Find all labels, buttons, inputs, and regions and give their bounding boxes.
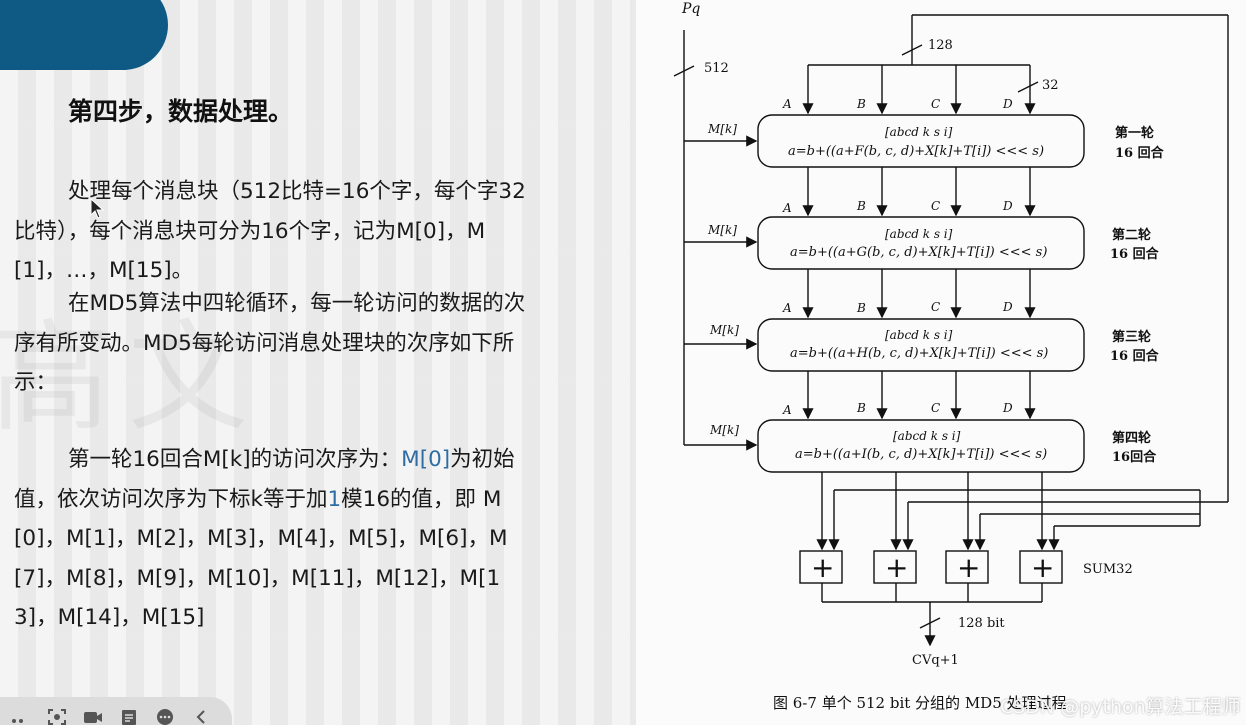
label-d: D bbox=[1002, 401, 1013, 415]
label-a: A bbox=[782, 403, 792, 417]
mk-label: M[k] bbox=[707, 223, 737, 237]
round1-box-top: [abcd k s i] bbox=[885, 125, 953, 139]
paragraph-message-block: 处理每个消息块（512比特=16个字，每个字32比特），每个消息块可分为16个字… bbox=[14, 179, 526, 283]
adder-d bbox=[1019, 550, 1063, 584]
md5-diagram: Pq 128 512 32 A B C D A B C D A B C D A … bbox=[673, 1, 1229, 712]
width-32-label: 32 bbox=[1042, 78, 1059, 93]
access-order-text-c: 模16的值，即 M[0]，M[1]，M[2]，M[3]，M[4]，M[5]，M[… bbox=[14, 486, 508, 631]
pq-label: Pq bbox=[681, 1, 700, 17]
round3-box bbox=[757, 318, 1085, 372]
mk-label: M[k] bbox=[707, 122, 737, 136]
label-a: A bbox=[782, 201, 792, 215]
screenshot-icon[interactable] bbox=[46, 707, 68, 725]
plus-symbol: + bbox=[885, 551, 908, 584]
round2-box-top: [abcd k s i] bbox=[885, 227, 953, 241]
presentation-toolbar bbox=[0, 697, 232, 725]
mk-label: M[k] bbox=[709, 323, 739, 337]
round2-name: 第二轮 bbox=[1112, 227, 1151, 243]
sum-label: SUM32 bbox=[1083, 562, 1133, 577]
width-512-label: 512 bbox=[704, 61, 729, 76]
label-b: B bbox=[856, 199, 866, 213]
round4-sub: 16回合 bbox=[1112, 449, 1157, 465]
round3-name: 第三轮 bbox=[1112, 329, 1151, 345]
slide-panel: 高 文 第四步，数据处理。 处理每个消息块（512比特=16个字，每个字32比特… bbox=[0, 0, 636, 725]
label-d: D bbox=[1002, 300, 1013, 314]
plus-symbol: + bbox=[957, 551, 980, 584]
round2-formula: a=b+((a+G(b, c, d)+X[k]+T[i]) <<< s) bbox=[790, 245, 1047, 260]
more-icon[interactable] bbox=[10, 707, 32, 725]
round1-formula: a=b+((a+F(b, c, d)+X[k]+T[i]) <<< s) bbox=[788, 144, 1044, 159]
round2-sub: 16 回合 bbox=[1110, 246, 1160, 262]
round1-sub: 16 回合 bbox=[1115, 145, 1165, 161]
adder-c bbox=[945, 550, 989, 584]
mk-label: M[k] bbox=[709, 423, 739, 437]
paragraph-rounds: 在MD5算法中四轮循环，每一轮访问的数据的次序有所变动。MD5每轮访问消息处理块… bbox=[14, 291, 526, 395]
label-b: B bbox=[856, 97, 866, 111]
cv-output-label: CVq+1 bbox=[912, 653, 959, 668]
paragraph-access-order: 第一轮16回合M[k]的访问次序为：M[0]为初始值，依次访问次序为下标k等于加… bbox=[14, 440, 534, 638]
adder-a bbox=[799, 550, 843, 584]
round2-box bbox=[757, 216, 1085, 270]
step-title: 第四步，数据处理。 bbox=[68, 97, 294, 126]
slide-background bbox=[0, 0, 636, 725]
width-128-label: 128 bbox=[928, 38, 953, 53]
label-b: B bbox=[856, 401, 866, 415]
round4-formula: a=b+((a+I(b, c, d)+X[k]+T[i]) <<< s) bbox=[795, 447, 1047, 462]
csdn-watermark: CSDN @python算法工程师 bbox=[1000, 696, 1241, 718]
video-icon[interactable] bbox=[82, 707, 104, 725]
out-bits-label: 128 bit bbox=[958, 616, 1005, 631]
label-a: A bbox=[782, 301, 792, 315]
label-c: C bbox=[931, 401, 940, 415]
round3-box-top: [abcd k s i] bbox=[885, 328, 953, 342]
round4-box bbox=[757, 419, 1085, 473]
mouse-cursor-icon bbox=[90, 198, 105, 219]
collapse-arrow-icon[interactable] bbox=[190, 707, 212, 725]
slide-header-tab bbox=[0, 0, 168, 70]
label-b: B bbox=[856, 301, 866, 315]
chat-icon[interactable] bbox=[154, 707, 176, 725]
md5-figure: Pq 128 512 32 A B C D A B C D A B C D A … bbox=[636, 0, 1246, 725]
slide-watermark: 高 文 bbox=[0, 309, 248, 448]
round1-name: 第一轮 bbox=[1115, 125, 1154, 141]
highlight-m0: M[0] bbox=[401, 447, 451, 472]
round4-box-top: [abcd k s i] bbox=[893, 429, 961, 443]
plus-symbol: + bbox=[1031, 551, 1054, 584]
label-c: C bbox=[931, 199, 940, 213]
label-c: C bbox=[931, 300, 940, 314]
round3-sub: 16 回合 bbox=[1110, 348, 1160, 364]
round3-formula: a=b+((a+H(b, c, d)+X[k]+T[i]) <<< s) bbox=[790, 346, 1048, 361]
highlight-one: 1 bbox=[327, 486, 342, 512]
plus-symbol: + bbox=[811, 551, 834, 584]
label-a: A bbox=[782, 97, 792, 111]
document-icon[interactable] bbox=[118, 707, 140, 725]
access-order-text-b: 为初始值，依次访问次序为下标k等于加 bbox=[14, 447, 515, 512]
figure-caption: 图 6-7 单个 512 bit 分组的 MD5 处理过程 bbox=[773, 694, 1067, 712]
label-d: D bbox=[1002, 199, 1013, 213]
round4-name: 第四轮 bbox=[1112, 430, 1151, 446]
label-c: C bbox=[931, 97, 940, 111]
adder-b bbox=[873, 550, 917, 584]
round1-box bbox=[757, 114, 1085, 168]
access-order-text-a: 第一轮16回合M[k]的访问次序为： bbox=[68, 447, 402, 472]
label-d: D bbox=[1002, 97, 1013, 111]
